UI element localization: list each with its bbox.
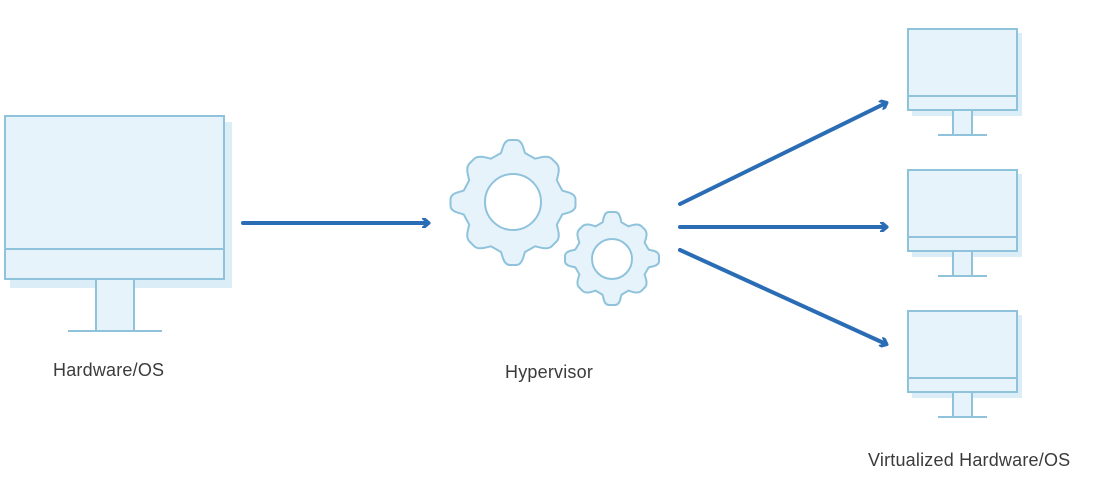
virtual-monitor-2-icon [907,169,1022,277]
gears-icon [449,139,660,306]
host-monitor-icon [4,115,232,332]
virtual-monitor-3-icon [907,310,1022,418]
virtual-monitor-1-icon [907,28,1022,136]
virtualized-hardware-os-label: Virtualized Hardware/OS [868,450,1071,470]
hypervisor-label: Hypervisor [505,362,594,382]
hardware-os-label: Hardware/OS [53,360,165,380]
arrow-to-vm-3 [678,248,886,344]
arrow-to-vm-1 [678,103,886,206]
